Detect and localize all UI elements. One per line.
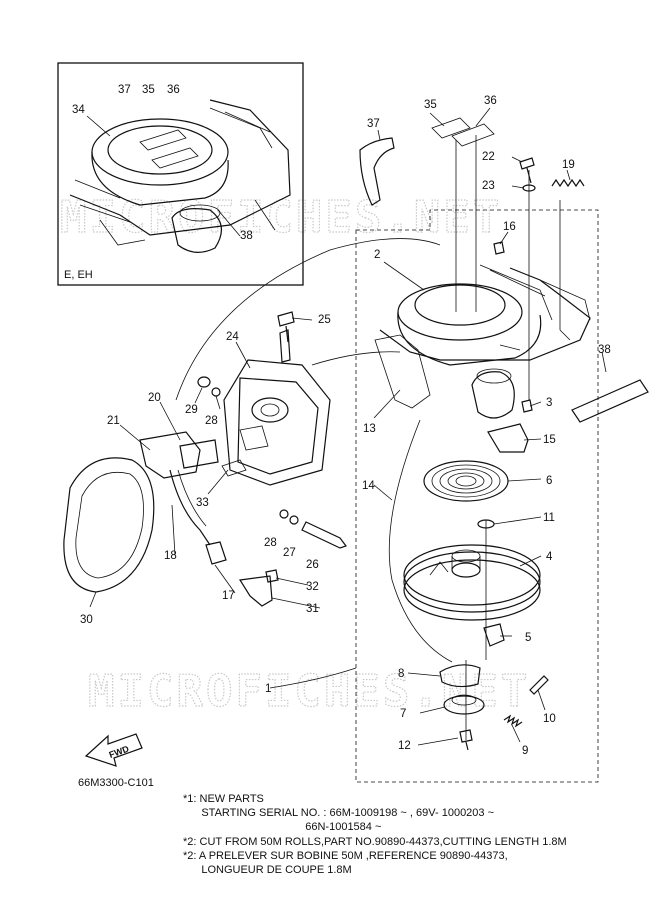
inset-e-eh: E, EH xyxy=(57,62,304,286)
callout-20: 20 xyxy=(148,392,161,404)
note-line-6: LONGUEUR DE COUPE 1.8M xyxy=(183,864,352,877)
callout-3: 3 xyxy=(546,397,552,409)
callout-34: 34 xyxy=(72,104,85,116)
drive-cover-7 xyxy=(443,695,485,715)
callout-32: 32 xyxy=(306,581,319,593)
note-line-5: *2: A PRELEVER SUR BOBINE 50M ,REFERENCE… xyxy=(183,849,508,862)
note-line-3: 66N-1001584 ~ xyxy=(183,821,382,834)
pulley-4 xyxy=(403,544,541,621)
cover-strip-37 xyxy=(359,137,395,206)
pawl-16 xyxy=(493,241,505,255)
bolt-26 xyxy=(301,521,347,549)
washer-27 xyxy=(289,515,299,525)
callout-6: 6 xyxy=(546,475,552,487)
nut-29 xyxy=(197,376,211,388)
callout-29: 29 xyxy=(185,404,198,416)
callout-7: 7 xyxy=(400,708,406,720)
callout-37: 37 xyxy=(367,118,380,130)
callout-10: 10 xyxy=(543,713,556,725)
decal-36 xyxy=(451,123,495,147)
callout-36: 36 xyxy=(484,95,497,107)
grip-20 xyxy=(179,439,219,469)
callout-19: 19 xyxy=(562,159,575,171)
decal-35 xyxy=(431,117,471,139)
footnotes: *1: NEW PARTS STARTING SERIAL NO. : 66M-… xyxy=(183,792,643,877)
callout-26: 26 xyxy=(306,559,319,571)
pawl-5 xyxy=(483,623,505,647)
spring-19 xyxy=(551,178,585,188)
callout-23: 23 xyxy=(482,180,495,192)
callout-16: 16 xyxy=(503,221,516,233)
bracket-31 xyxy=(238,575,273,607)
callout-35-inset: 35 xyxy=(142,84,155,96)
callout-28b: 28 xyxy=(264,537,277,549)
rope-13 xyxy=(311,351,401,366)
callout-27: 27 xyxy=(283,547,296,559)
axis-line xyxy=(455,135,487,740)
bolt-3 xyxy=(521,399,533,413)
callout-9: 9 xyxy=(522,745,528,757)
plate-15 xyxy=(487,423,529,453)
starter-handle-assembly xyxy=(223,329,331,486)
decal-33 xyxy=(221,459,247,477)
callout-22: 22 xyxy=(482,151,495,163)
drive-plate-8 xyxy=(439,664,481,688)
pin-10 xyxy=(529,675,549,695)
spring-9 xyxy=(503,714,523,728)
callout-14: 14 xyxy=(362,480,375,492)
rope-14 xyxy=(388,419,453,663)
grip-21 xyxy=(139,431,201,479)
fwd-arrow-icon: FWD xyxy=(84,733,143,767)
washer-28b xyxy=(279,509,289,519)
watermark-bottom: MICROFICHES.NET xyxy=(88,666,530,717)
starter-case xyxy=(374,264,591,419)
axis-line-2 xyxy=(528,170,561,400)
callout-24: 24 xyxy=(226,331,239,343)
leader-lines xyxy=(86,107,607,746)
fitting-17 xyxy=(205,541,227,565)
cable-18 xyxy=(169,469,211,546)
callout-38: 38 xyxy=(598,344,611,356)
callout-36-inset: 36 xyxy=(167,84,180,96)
callout-13: 13 xyxy=(363,423,376,435)
callout-25: 25 xyxy=(318,314,331,326)
callout-28a: 28 xyxy=(205,415,218,427)
callout-33: 33 xyxy=(196,497,209,509)
callout-4: 4 xyxy=(546,551,553,563)
seal-30 xyxy=(63,457,155,593)
assembly-outline xyxy=(355,209,599,783)
washer-28a xyxy=(211,387,221,397)
callout-12: 12 xyxy=(398,740,411,752)
callout-15: 15 xyxy=(543,434,556,446)
spiral-spring-6 xyxy=(423,460,509,502)
callout-38-inset: 38 xyxy=(240,230,253,242)
diagram-code: 66M3300-C101 xyxy=(78,777,154,789)
callout-11: 11 xyxy=(543,512,555,524)
callout-30: 30 xyxy=(80,614,93,626)
inset-label: E, EH xyxy=(64,269,93,281)
bolt-32 xyxy=(265,569,279,583)
callout-5: 5 xyxy=(525,632,531,644)
strip-38 xyxy=(571,379,649,423)
bolt-25 xyxy=(277,311,295,343)
callout-2: 2 xyxy=(374,249,380,261)
callout-17: 17 xyxy=(222,590,235,602)
callout-35: 35 xyxy=(424,99,437,111)
note-line-2: STARTING SERIAL NO. : 66M-1009198 ~ , 69… xyxy=(183,807,495,820)
callout-37-inset: 37 xyxy=(118,84,131,96)
note-line-4: *2: CUT FROM 50M ROLLS,PART NO.90890-443… xyxy=(183,835,567,848)
callout-8: 8 xyxy=(398,668,404,680)
callout-1: 1 xyxy=(265,683,271,695)
note-line-1: *1: NEW PARTS xyxy=(183,793,264,805)
bolt-12 xyxy=(459,729,473,751)
callout-21: 21 xyxy=(107,415,120,427)
callout-labels: 1 2 3 4 5 6 7 8 9 10 11 12 13 14 15 16 1… xyxy=(72,84,611,757)
callout-31: 31 xyxy=(306,603,319,615)
callout-18: 18 xyxy=(164,550,177,562)
